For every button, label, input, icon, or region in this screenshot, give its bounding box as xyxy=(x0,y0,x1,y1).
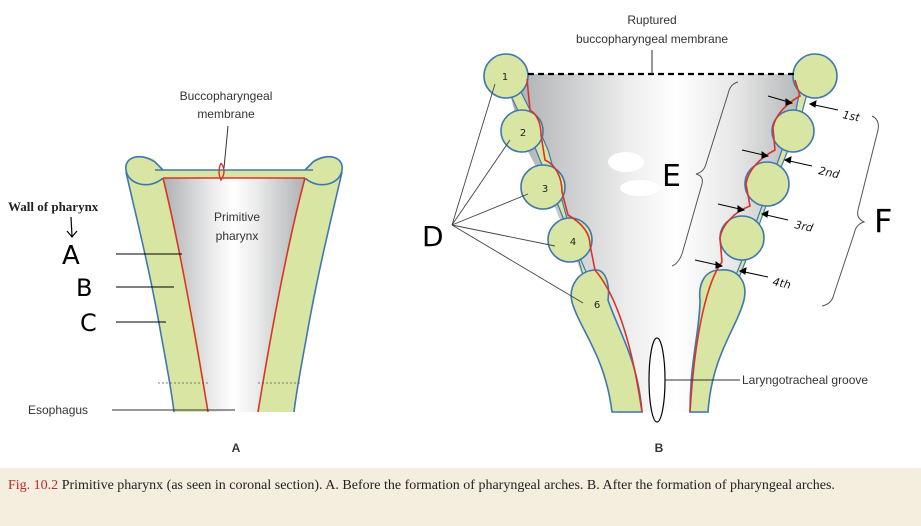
ruptured-label-line1: Ruptured xyxy=(627,13,676,27)
arch-2-left xyxy=(500,109,544,153)
membrane-label-line2: membrane xyxy=(197,107,255,121)
arch-number-1: 1 xyxy=(502,72,508,83)
brace-e xyxy=(671,81,739,267)
hand-label-d: D xyxy=(422,220,444,253)
figure-caption: Fig. 10.2 Primitive pharynx (as seen in … xyxy=(0,468,921,526)
pharynx-diagram: Buccopharyngeal membrane Wall of pharynx… xyxy=(8,13,892,455)
pouch-label-3rd: 3rd xyxy=(793,218,815,235)
hand-label-c: C xyxy=(80,309,97,337)
d-pointer-lines xyxy=(451,83,584,304)
panel-b-letter: B xyxy=(655,441,664,455)
white-mark xyxy=(620,180,660,196)
hand-label-a: A xyxy=(62,241,80,271)
pouch-label-1st: 1st xyxy=(841,108,861,124)
pouch-arrows xyxy=(694,95,839,278)
laryngotracheal-groove xyxy=(648,337,666,423)
hand-arrow-icon xyxy=(66,216,78,238)
pouch-label-4th: 4th xyxy=(771,275,792,292)
hand-label-e: E xyxy=(662,159,681,194)
left-pharyngeal-wall xyxy=(125,156,208,412)
groove-label: Laryngotracheal groove xyxy=(742,373,868,387)
buccopharyngeal-membrane xyxy=(155,170,313,178)
ruptured-label-line2: buccopharyngeal membrane xyxy=(576,32,728,46)
cavity-label-line2: pharynx xyxy=(216,229,259,243)
panel-a: Buccopharyngeal membrane Wall of pharynx… xyxy=(8,89,343,455)
arch-2-right xyxy=(771,109,815,153)
brace-f xyxy=(821,115,879,307)
pharynx-cavity-b xyxy=(505,74,815,412)
arch-1-left xyxy=(483,53,529,99)
wall-of-pharynx-label: Wall of pharynx xyxy=(8,199,99,214)
arch-3-right xyxy=(744,161,790,207)
figure-number: Fig. 10.2 xyxy=(8,478,59,493)
arch-number-6: 6 xyxy=(594,300,600,311)
pouch-label-2nd: 2nd xyxy=(817,164,841,181)
cavity-label-line1: Primitive xyxy=(214,210,260,224)
arch-4-left xyxy=(547,217,593,263)
arch-number-3: 3 xyxy=(542,184,548,195)
arch-number-2: 2 xyxy=(520,128,526,139)
caption-text: Primitive pharynx (as seen in coronal se… xyxy=(58,478,835,493)
panel-a-letter: A xyxy=(232,441,241,455)
white-mark xyxy=(608,152,644,172)
esophagus-label: Esophagus xyxy=(28,403,88,417)
membrane-label-line1: Buccopharyngeal xyxy=(180,89,273,103)
arch-1-right xyxy=(792,53,838,99)
hand-label-b: B xyxy=(76,274,92,302)
panel-b: 1 2 3 4 6 Ruptured buccopharyngeal membr… xyxy=(422,13,892,455)
arch-3-left xyxy=(520,164,566,210)
hand-label-f: F xyxy=(874,202,892,240)
arch-number-4: 4 xyxy=(570,237,576,248)
right-pharyngeal-wall xyxy=(258,156,343,412)
